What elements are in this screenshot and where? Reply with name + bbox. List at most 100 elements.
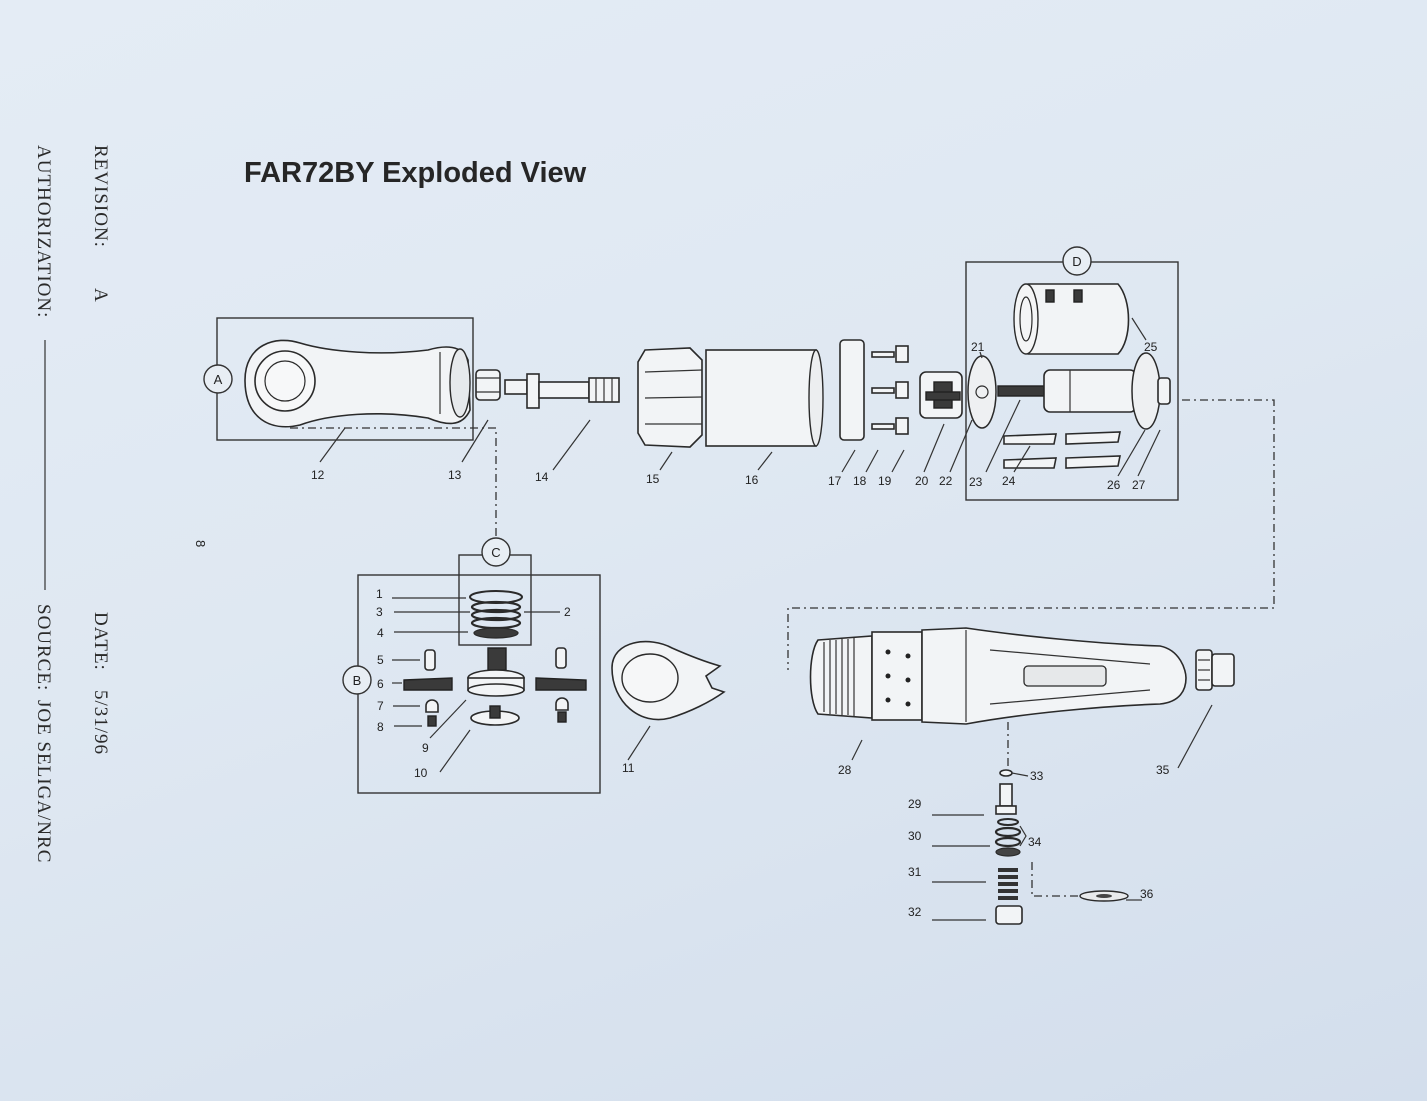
revision-label: REVISION: (90, 145, 111, 248)
label-part-2: 2 (564, 605, 571, 619)
label-part-16: 16 (745, 473, 759, 487)
part-28-motor-housing (809, 627, 1187, 725)
label-part-21: 21 (971, 340, 985, 354)
label-part-18: 18 (853, 474, 867, 488)
group-b-parts (403, 647, 587, 727)
label-part-32: 32 (908, 905, 922, 919)
leader-lines-ratchet (392, 597, 560, 773)
part-7-spring-cap-right (555, 697, 569, 711)
label-part-17: 17 (828, 474, 842, 488)
part-13-bushing (475, 369, 501, 401)
part-6-pawl-left (403, 677, 453, 691)
part-24-vane (1003, 433, 1057, 445)
part-27-bearing (1157, 377, 1171, 405)
label-part-1: 1 (376, 587, 383, 601)
label-part-9: 9 (422, 741, 429, 755)
part-7-spring-cap-left (425, 699, 439, 713)
label-part-35: 35 (1156, 763, 1170, 777)
date-label: DATE: (90, 612, 111, 671)
label-part-31: 31 (908, 865, 922, 879)
part-32-plug (995, 905, 1023, 925)
part-24-vane (1003, 457, 1057, 469)
label-part-27: 27 (1132, 478, 1146, 492)
label-part-25: 25 (1144, 340, 1158, 354)
label-part-7: 7 (377, 699, 384, 713)
label-part-12: 12 (311, 468, 325, 482)
group-a-marker (203, 364, 233, 394)
part-26-rear-plate (1131, 352, 1161, 430)
label-part-34: 34 (1028, 835, 1042, 849)
label-part-33: 33 (1030, 769, 1044, 783)
parts-18-19-pins (871, 345, 909, 435)
group-b-letter: B (353, 673, 362, 688)
part-35-air-inlet (1177, 649, 1235, 769)
group-d-marker (1062, 246, 1092, 276)
part-31-spring (998, 868, 1018, 900)
part-11-ratchet-cover (611, 640, 726, 761)
part-24-vane (1065, 455, 1121, 469)
part-20-coupling (919, 371, 963, 419)
label-part-22: 22 (939, 474, 953, 488)
page-mark: 8 (193, 540, 208, 547)
group-c-marker (481, 537, 511, 567)
connector-a-to-c (290, 427, 497, 545)
part-33-o-ring (999, 769, 1013, 777)
part-16-sleeve (705, 349, 824, 447)
source-label: SOURCE: (33, 604, 54, 691)
label-part-3: 3 (376, 605, 383, 619)
label-part-30: 30 (908, 829, 922, 843)
authorization-label: AUTHORIZATION: (33, 145, 54, 318)
part-23-rotor-shaft (997, 385, 1045, 397)
group-d-letter: D (1072, 254, 1081, 269)
connector-d-to-housing (787, 399, 1275, 670)
part-3-spring (470, 600, 522, 614)
label-part-11: 11 (622, 761, 635, 775)
label-part-8: 8 (377, 720, 384, 734)
connector-valve-to-36 (1031, 862, 1080, 897)
part-15-clamp-nut (637, 347, 703, 448)
group-c-letter: C (491, 545, 500, 560)
part-34-o-ring (994, 826, 1022, 838)
revision-value: A (90, 288, 111, 303)
label-part-10: 10 (414, 766, 428, 780)
part-8-spring-left (427, 715, 437, 727)
group-d: D (965, 246, 1179, 501)
part-4-spring-seat (473, 627, 519, 639)
diagram-title: FAR72BY Exploded View (244, 157, 587, 189)
group-a: A (203, 317, 501, 441)
label-part-36: 36 (1140, 887, 1154, 901)
part-24-vane (1065, 431, 1121, 445)
throttle-valve-assembly (932, 769, 1142, 925)
label-part-28: 28 (838, 763, 852, 777)
label-part-5: 5 (377, 653, 384, 667)
label-part-13: 13 (448, 468, 462, 482)
group-c: C (458, 537, 532, 646)
label-part-20: 20 (915, 474, 929, 488)
part-5-pin-right (555, 647, 567, 669)
part-23-rotor (1043, 369, 1137, 413)
part-29-valve-stem (999, 783, 1013, 807)
part-9-anvil-square (487, 647, 507, 671)
part-12-head-bore (254, 350, 316, 412)
label-part-14: 14 (535, 470, 549, 484)
part-30-seal (997, 818, 1019, 826)
source-value: JOE SELIGA/NRC (33, 700, 54, 863)
group-a-letter: A (214, 372, 223, 387)
part-6-pawl-right (535, 677, 587, 691)
part-8-spring-right (557, 711, 567, 723)
label-part-19: 19 (878, 474, 892, 488)
group-b-marker (342, 665, 372, 695)
part-14-crank-shaft (504, 373, 620, 409)
date-value: 5/31/96 (90, 690, 111, 755)
label-part-29: 29 (908, 797, 922, 811)
label-part-23: 23 (969, 475, 983, 489)
label-part-6: 6 (377, 677, 384, 691)
label-part-15: 15 (646, 472, 660, 486)
part-5-pin-left (424, 649, 436, 671)
group-b: B (342, 574, 601, 794)
label-part-24: 24 (1002, 474, 1016, 488)
part-21-front-plate (967, 355, 997, 429)
part-17-end-plate (839, 339, 865, 441)
